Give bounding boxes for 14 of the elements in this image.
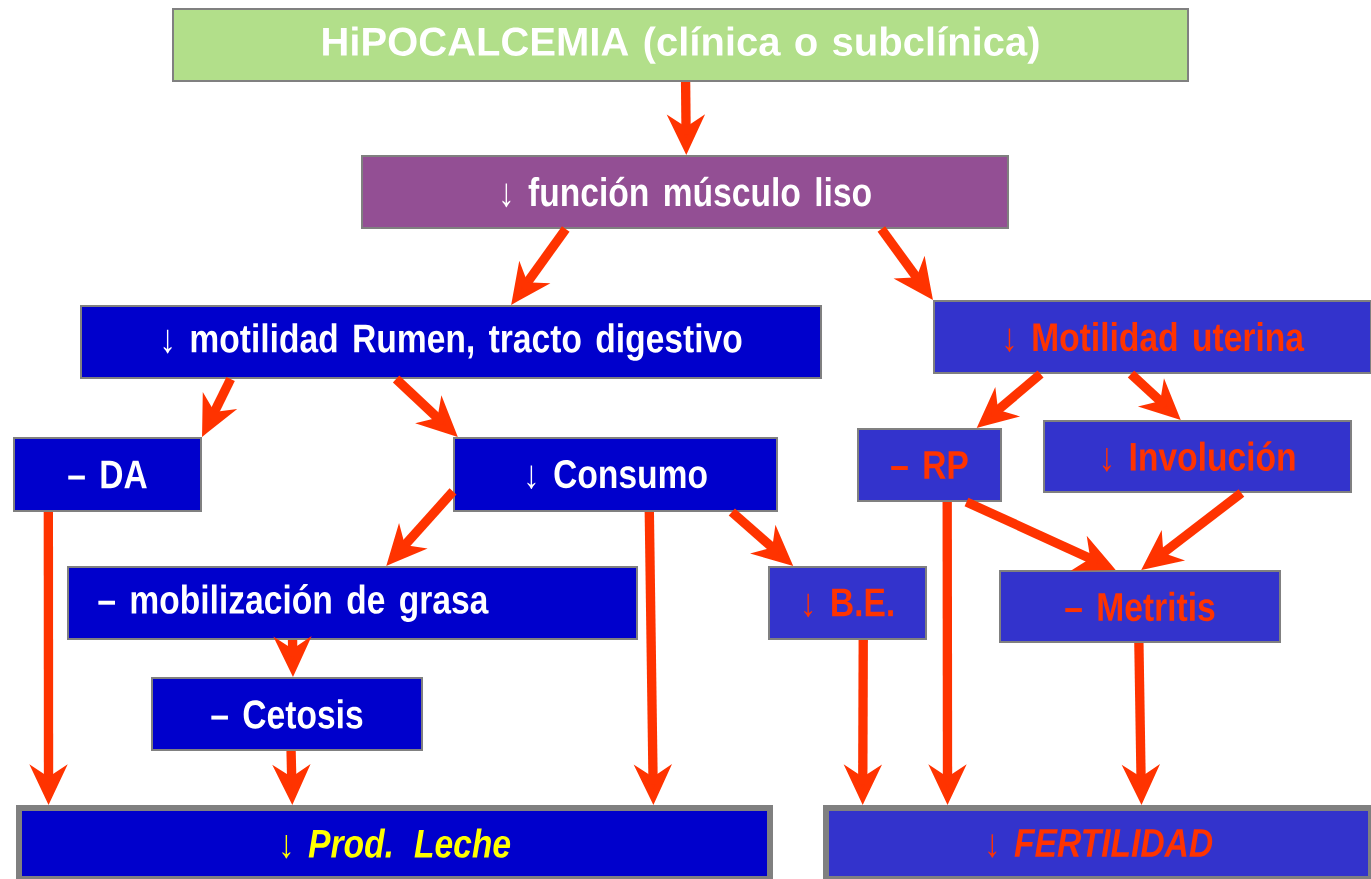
process-box: ↓ FERTILIDAD xyxy=(823,805,1371,879)
process-box: ↓ Consumo xyxy=(453,437,778,512)
process-box: – RP xyxy=(857,428,1002,502)
process-box: – mobilización de grasa xyxy=(67,566,638,640)
process-box: ↓ Prod. Leche xyxy=(16,805,773,879)
process-box: ↓ Motilidad uterina xyxy=(933,300,1371,374)
process-box: ↓ motilidad Rumen, tracto digestivo xyxy=(80,305,822,379)
heading-box: HiPOCALCEMIA (clínica o subclínica) xyxy=(172,8,1189,82)
process-box: ↓ Involución xyxy=(1043,420,1352,493)
process-box: – Cetosis xyxy=(151,677,423,751)
process-box: ↓ B.E. xyxy=(768,566,927,640)
process-box: – Metritis xyxy=(999,570,1281,643)
process-box: – DA xyxy=(13,437,202,512)
process-box: ↓ función músculo liso xyxy=(361,155,1009,229)
